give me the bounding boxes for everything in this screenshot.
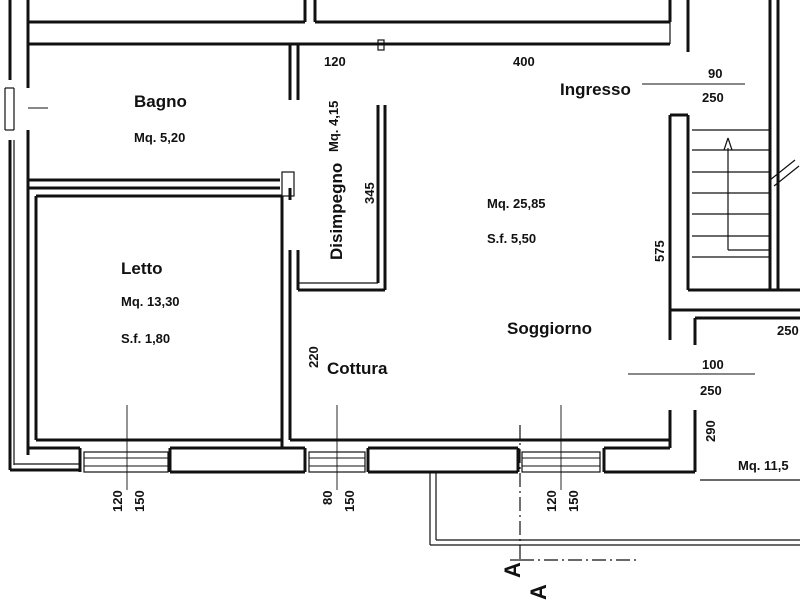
win-soggiorno-height: 150 xyxy=(566,490,581,512)
win-cottura-height: 150 xyxy=(342,490,357,512)
dimension-leaders xyxy=(126,83,755,490)
win-soggiorno-width: 120 xyxy=(544,490,559,512)
section-mark: A A xyxy=(500,562,551,600)
door-soggiorno-width: 100 xyxy=(702,357,724,372)
dim-250-right: 250 xyxy=(777,323,799,338)
bagno-walls xyxy=(26,42,295,197)
east-walls xyxy=(668,113,800,345)
door-ingresso-height: 250 xyxy=(702,90,724,105)
win-letto-height: 150 xyxy=(132,490,147,512)
dim-575: 575 xyxy=(652,240,667,262)
soggiorno-area: Mq. 25,85 xyxy=(487,196,546,211)
letto-sf: S.f. 1,80 xyxy=(121,331,170,346)
dim-290: 290 xyxy=(703,420,718,442)
cottura-label: Cottura xyxy=(327,359,388,378)
disimpegno-area: Mq. 4,15 xyxy=(326,101,341,152)
bagno-area: Mq. 5,20 xyxy=(134,130,185,145)
section-mark-left: A xyxy=(500,562,525,578)
win-cottura-width: 80 xyxy=(320,491,335,505)
soggiorno-label: Soggiorno xyxy=(507,319,592,338)
dim-345: 345 xyxy=(362,182,377,204)
letto-walls xyxy=(26,188,284,450)
dim-220: 220 xyxy=(306,346,321,368)
letto-area: Mq. 13,30 xyxy=(121,294,180,309)
door-soggiorno-height: 250 xyxy=(700,383,722,398)
balcony-outline xyxy=(429,425,800,561)
letto-label: Letto xyxy=(121,259,163,278)
bagno-label: Bagno xyxy=(134,92,187,111)
dim-400: 400 xyxy=(513,54,535,69)
central-walls xyxy=(288,39,670,440)
section-mark-right: A xyxy=(526,584,551,600)
disimpegno-label: Disimpegno xyxy=(327,163,346,260)
stair xyxy=(692,0,800,290)
door-ingresso-width: 90 xyxy=(708,66,722,81)
win-letto-width: 120 xyxy=(110,490,125,512)
adjacent-area: Mq. 11,5 xyxy=(738,458,789,473)
ingresso-label: Ingresso xyxy=(560,80,631,99)
soggiorno-sf: S.f. 5,50 xyxy=(487,231,536,246)
dim-120-top: 120 xyxy=(324,54,346,69)
top-cut-rooms xyxy=(28,0,690,52)
